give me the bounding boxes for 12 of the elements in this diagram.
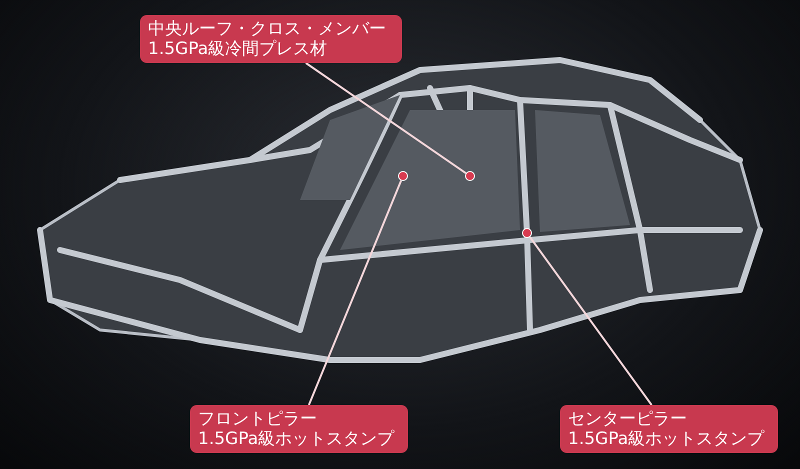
material-spec: 1.5GPa級冷間プレス材 (148, 39, 328, 59)
leader-line (308, 180, 402, 406)
material-spec: 1.5GPa級ホットスタンプ (568, 429, 766, 449)
callout-box (560, 405, 778, 453)
callout-box (140, 15, 402, 63)
material-spec: 1.5GPa級ホットスタンプ (198, 429, 396, 449)
part-name: センターピラー (568, 409, 688, 429)
callout-box (190, 405, 408, 453)
part-name: 中央ルーフ・クロス・メンバー (148, 19, 387, 39)
leader-line (529, 236, 652, 406)
leader-line (305, 62, 466, 174)
part-name: フロントピラー (198, 409, 318, 429)
